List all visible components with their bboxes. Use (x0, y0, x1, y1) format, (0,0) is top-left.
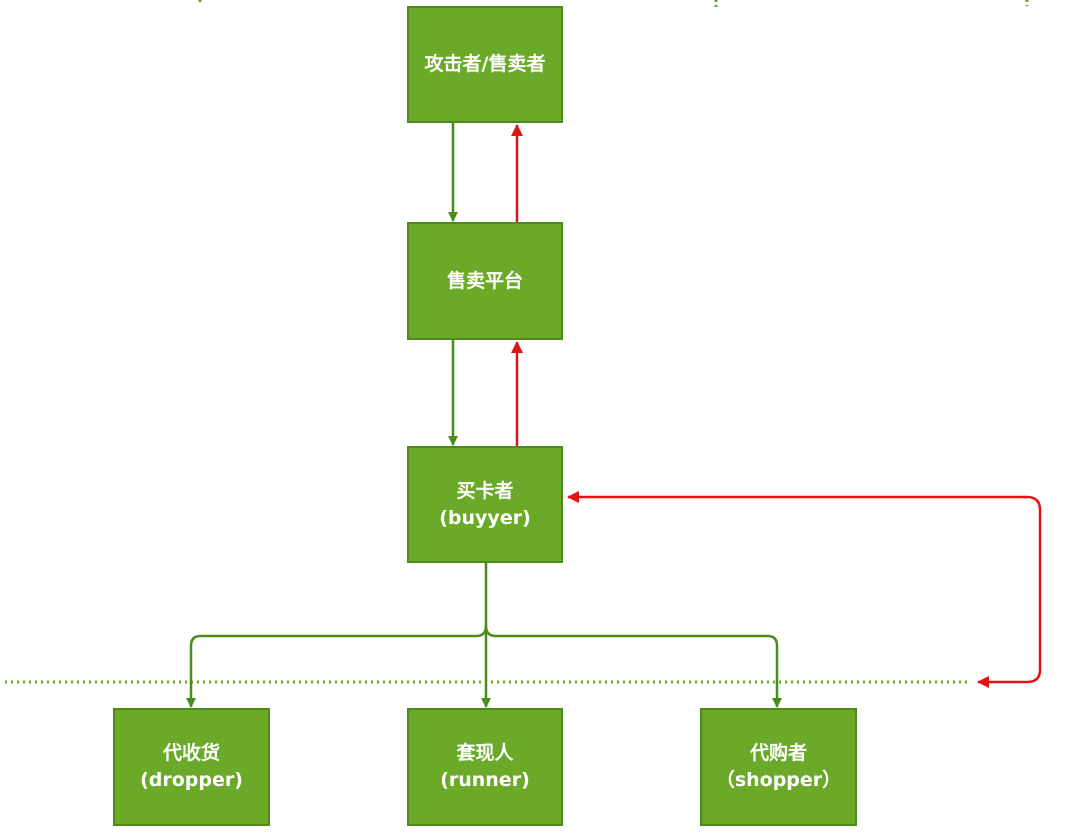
node-shopper-sublabel: （shopper） (715, 769, 842, 791)
node-attacker-seller-label: 攻击者/售卖者 (424, 53, 546, 75)
node-runner-sublabel: (runner) (440, 769, 530, 791)
arrow-loop-to-divider (977, 590, 1042, 688)
node-dropper-sublabel: (dropper) (140, 769, 243, 791)
node-runner-label: 套现人 (456, 742, 514, 764)
arrow-buyer-to-shopper (484, 625, 782, 708)
arrow-loop-to-buyer (567, 491, 1042, 590)
node-dropper-label: 代收货 (162, 742, 220, 764)
node-dropper: 代收货 (dropper) (113, 708, 270, 826)
node-runner: 套现人 (runner) (407, 708, 563, 826)
node-buyer-sublabel: (buyyer) (439, 506, 531, 529)
node-buyer-label: 买卡者 (456, 479, 514, 502)
node-sales-platform-label: 售卖平台 (446, 269, 523, 292)
arrow-buyer-to-dropper (186, 625, 488, 708)
node-shopper-label: 代购者 (749, 742, 807, 764)
node-sales-platform: 售卖平台 (407, 222, 563, 340)
node-buyer: 买卡者 (buyyer) (407, 446, 563, 563)
node-attacker-seller: 攻击者/售卖者 (407, 6, 563, 123)
node-shopper: 代购者 （shopper） (700, 708, 857, 826)
